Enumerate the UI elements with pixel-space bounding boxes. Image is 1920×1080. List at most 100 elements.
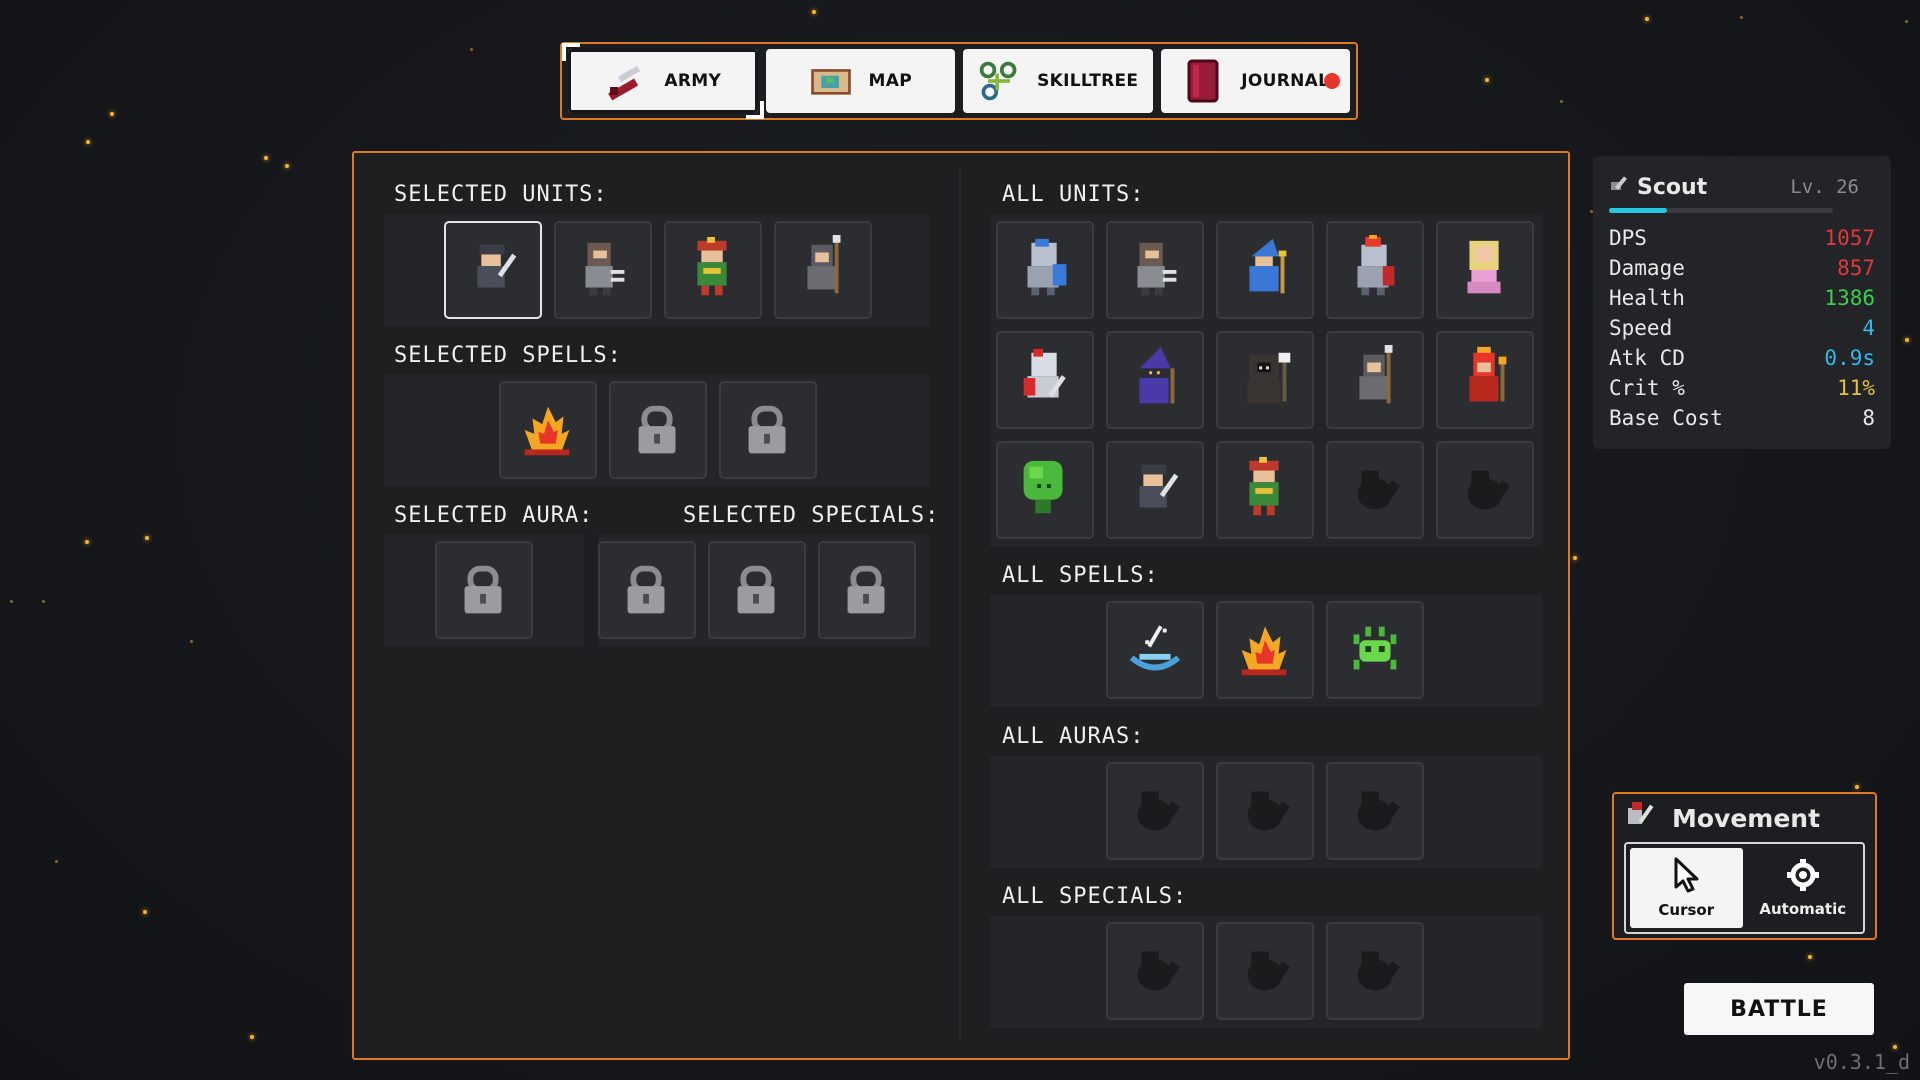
slot-locked[interactable] xyxy=(598,541,696,639)
slot-unknown[interactable] xyxy=(1436,441,1534,539)
slot-dark-wizard[interactable] xyxy=(1106,331,1204,429)
stat-label: DPS xyxy=(1609,226,1647,250)
slot-ranger[interactable] xyxy=(1216,441,1314,539)
slot-unknown[interactable] xyxy=(1216,922,1314,1020)
stat-value: 4 xyxy=(1862,316,1875,340)
slot-poison[interactable] xyxy=(1326,601,1424,699)
slot-crusader[interactable] xyxy=(996,331,1094,429)
slot-hooded-spearman[interactable] xyxy=(774,221,872,319)
stat-row-health: Health 1386 xyxy=(1609,283,1875,313)
selected-specials-tray xyxy=(598,535,929,647)
skilltree-icon xyxy=(977,61,1021,101)
wizard-icon xyxy=(1249,238,1287,294)
slot-princess[interactable] xyxy=(1436,221,1534,319)
battle-button[interactable]: BATTLE xyxy=(1684,983,1874,1035)
slot-scout[interactable] xyxy=(444,221,542,319)
cursor-icon xyxy=(1670,857,1702,897)
movement-cursor-option[interactable]: Cursor xyxy=(1630,848,1743,928)
thief-icon xyxy=(1137,242,1177,296)
slot-treant[interactable] xyxy=(996,441,1094,539)
stat-label: Health xyxy=(1609,286,1685,310)
slot-knight[interactable] xyxy=(996,221,1094,319)
journal-book-icon xyxy=(1181,59,1225,103)
selected-aura-tray xyxy=(384,535,584,647)
stat-row-atk-cd: Atk CD 0.9s xyxy=(1609,343,1875,373)
unknown-icon xyxy=(1137,791,1181,831)
selected-units-tray xyxy=(384,215,929,327)
all-auras-label: ALL AURAS: xyxy=(1002,724,1145,749)
unknown-icon xyxy=(1467,470,1511,510)
slot-water[interactable] xyxy=(1106,601,1204,699)
slot-locked[interactable] xyxy=(719,381,817,479)
panel-divider xyxy=(959,169,961,1039)
slot-necromancer[interactable] xyxy=(1216,331,1314,429)
fire-icon xyxy=(1241,626,1287,676)
slot-locked[interactable] xyxy=(609,381,707,479)
hooded-spearman-icon xyxy=(1359,345,1393,404)
ranger-icon xyxy=(697,236,727,296)
all-spells-label: ALL SPELLS: xyxy=(1002,563,1159,588)
movement-panel: Movement Cursor Automatic xyxy=(1612,792,1877,940)
locked-icon xyxy=(638,405,676,454)
dark-wizard-icon xyxy=(1139,346,1175,404)
stat-value: 0.9s xyxy=(1824,346,1875,370)
stat-value: 1057 xyxy=(1824,226,1875,250)
locked-icon xyxy=(748,405,786,454)
all-auras-tray xyxy=(990,756,1542,868)
slot-thief[interactable] xyxy=(1106,221,1204,319)
slot-unknown[interactable] xyxy=(1326,922,1424,1020)
slot-hooded-spearman[interactable] xyxy=(1326,331,1424,429)
slot-unknown[interactable] xyxy=(1106,922,1204,1020)
unknown-icon xyxy=(1357,470,1401,510)
movement-unit-icon xyxy=(1624,800,1664,836)
slot-fire[interactable] xyxy=(1216,601,1314,699)
slot-unknown[interactable] xyxy=(1326,441,1424,539)
slot-wizard[interactable] xyxy=(1216,221,1314,319)
slot-ranger[interactable] xyxy=(664,221,762,319)
army-panel: SELECTED UNITS: SELECTED SPELLS: SELECTE… xyxy=(352,151,1570,1060)
slot-fire-mage[interactable] xyxy=(1436,331,1534,429)
selected-specials-label: SELECTED SPECIALS: xyxy=(683,503,940,528)
stat-label: Atk CD xyxy=(1609,346,1685,370)
tab-journal-label: JOURNAL xyxy=(1241,71,1330,91)
tab-army-label: ARMY xyxy=(664,71,722,91)
slot-unknown[interactable] xyxy=(1216,762,1314,860)
slot-locked[interactable] xyxy=(818,541,916,639)
slot-scout[interactable] xyxy=(1106,441,1204,539)
stat-value: 11% xyxy=(1837,376,1875,400)
unknown-icon xyxy=(1247,791,1291,831)
tab-army[interactable]: ARMY xyxy=(562,43,763,119)
water-icon xyxy=(1129,625,1181,671)
locked-icon xyxy=(737,565,775,614)
main-tabbar: ARMY MAP SKILLTREE JOURNAL xyxy=(560,42,1358,120)
slot-fire[interactable] xyxy=(499,381,597,479)
fire-icon xyxy=(524,406,570,456)
all-specials-tray xyxy=(990,916,1542,1028)
poison-icon xyxy=(1353,626,1397,670)
unknown-icon xyxy=(1247,951,1291,991)
slot-locked[interactable] xyxy=(435,541,533,639)
tab-journal[interactable]: JOURNAL xyxy=(1160,49,1350,113)
movement-automatic-option[interactable]: Automatic xyxy=(1747,848,1860,928)
all-spells-tray xyxy=(990,595,1542,707)
slot-unknown[interactable] xyxy=(1106,762,1204,860)
slot-unknown[interactable] xyxy=(1326,762,1424,860)
xp-bar xyxy=(1609,208,1833,213)
unknown-icon xyxy=(1357,791,1401,831)
stat-label: Base Cost xyxy=(1609,406,1723,430)
unit-level: Lv. 26 xyxy=(1790,176,1859,198)
slot-thief[interactable] xyxy=(554,221,652,319)
selected-units-label: SELECTED UNITS: xyxy=(394,182,608,207)
stat-value: 1386 xyxy=(1824,286,1875,310)
locked-icon xyxy=(847,565,885,614)
tab-map[interactable]: MAP xyxy=(765,49,955,113)
slot-fire-knight[interactable] xyxy=(1326,221,1424,319)
tab-skilltree[interactable]: SKILLTREE xyxy=(963,49,1153,113)
locked-icon xyxy=(464,565,502,614)
stat-label: Damage xyxy=(1609,256,1685,280)
treant-icon xyxy=(1023,460,1063,514)
slot-locked[interactable] xyxy=(708,541,806,639)
